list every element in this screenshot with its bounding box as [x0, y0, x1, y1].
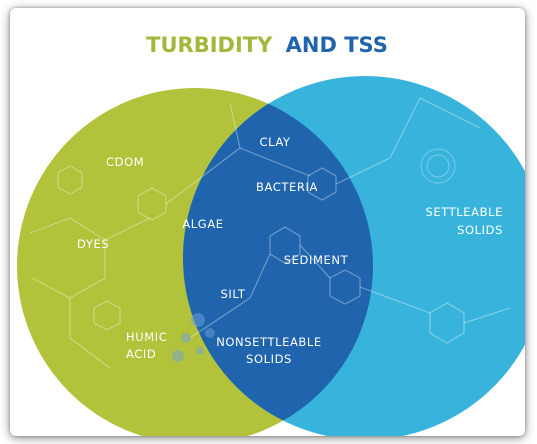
label-sediment: SEDIMENT — [284, 253, 349, 267]
label-humic-acid-line1: HUMIC — [126, 330, 167, 344]
diagram-card: TURBIDITY AND TSS — [10, 8, 525, 436]
diagram-title: TURBIDITY AND TSS — [146, 33, 388, 57]
label-nonsettleable-solids-line2: SOLIDS — [246, 352, 292, 366]
overlap-region — [183, 88, 373, 436]
label-settleable-solids-line1: SETTLEABLE — [425, 205, 503, 219]
label-silt: SILT — [221, 287, 246, 301]
label-clay: CLAY — [259, 135, 290, 149]
label-settleable-solids-line2: SOLIDS — [457, 223, 503, 237]
venn-diagram: TURBIDITY AND TSS — [17, 33, 525, 436]
label-cdom: CDOM — [106, 155, 144, 169]
algae-cell-decoration — [172, 313, 215, 362]
label-nonsettleable-solids-line1: NONSETTLEABLE — [216, 335, 322, 349]
label-dyes: DYES — [77, 237, 109, 251]
title-and-tss: AND TSS — [286, 33, 388, 57]
label-algae: ALGAE — [182, 217, 223, 231]
label-bacteria: BACTERIA — [256, 180, 318, 194]
label-humic-acid-line2: ACID — [126, 347, 156, 361]
title-turbidity: TURBIDITY — [146, 33, 273, 57]
molecule-network-decoration — [29, 97, 511, 369]
plankton-icon — [420, 148, 456, 184]
